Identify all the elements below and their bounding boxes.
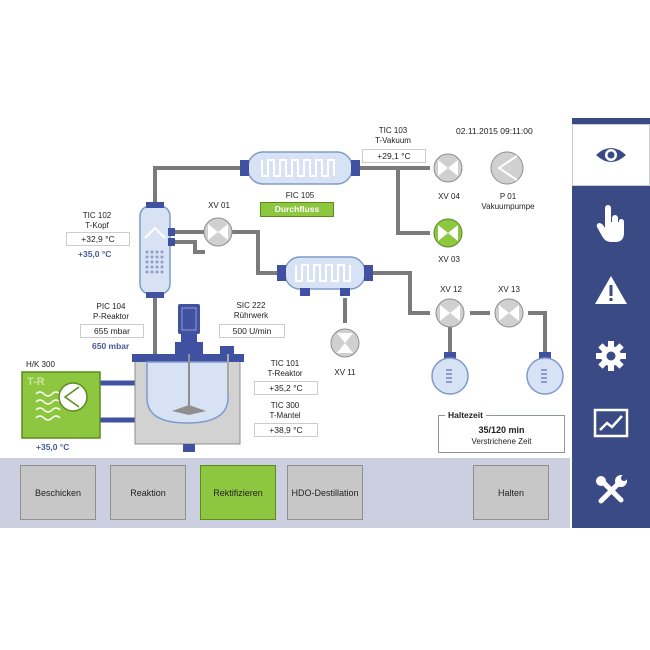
valve-xv03 [433,218,463,248]
view-button[interactable] [572,124,650,186]
hk300-setpoint: +35,0 °C [36,442,70,452]
gear-icon [596,341,626,371]
holdtime-value: 35/120 min [478,425,525,435]
xv01-label: XV 01 [208,201,230,210]
hk300-unit-label: T-R [27,376,45,388]
valve-xv04 [433,153,463,183]
sic222-value[interactable]: 500 U/min [219,324,285,338]
heating-cooling-unit [21,371,101,439]
tools-button[interactable] [572,460,650,522]
holdtime-title: Haltezeit [445,410,486,420]
receiver-left [431,352,469,395]
eye-icon [596,148,626,162]
step-button-reaktion[interactable]: Reaktion [110,465,186,520]
xv13-label: XV 13 [498,285,520,294]
valve-xv13 [494,298,524,328]
fic105-badge[interactable]: Durchfluss [260,202,334,217]
pump-p01 [490,151,524,185]
operate-button[interactable] [572,194,650,254]
fic105-tag: FIC 105 [285,191,315,200]
holdtime-box: Haltezeit 35/120 min Verstrichene Zeit [438,410,565,453]
tic102-setpoint: +35,0 °C [78,249,112,259]
hk300-label: H/K 300 [26,360,55,369]
xv04-label: XV 04 [438,192,460,201]
reactor-vessel [132,304,244,452]
process-diagram [21,151,564,452]
receiver-right [526,352,564,395]
touch-icon [596,205,624,242]
step-button-hdo-destillation[interactable]: HDO-Destillation [287,465,363,520]
step-button-rektifizieren[interactable]: Rektifizieren [200,465,276,520]
settings-button[interactable] [572,326,650,386]
tic103-value[interactable]: +29,1 °C [362,149,426,163]
datetime: 02.11.2015 09:11:00 [456,126,533,136]
rectification-column [139,202,175,298]
hold-button[interactable]: Halten [473,465,549,520]
xv11-label: XV 11 [334,368,356,377]
pic104-setpoint: 650 mbar [92,341,130,351]
alarm-button[interactable] [572,260,650,320]
step-button-beschicken[interactable]: Beschicken [20,465,96,520]
xv12-label: XV 12 [440,285,462,294]
heat-exchanger-mid [277,256,373,296]
sidebar [572,118,650,528]
heat-exchanger-top [240,151,360,185]
trend-button[interactable] [572,393,650,453]
valve-xv12 [435,298,465,328]
process-pipes [153,166,547,358]
valve-xv11 [330,328,360,358]
tic102-value[interactable]: +32,9 °C [66,232,130,246]
holdtime-caption: Verstrichene Zeit [471,437,532,446]
tools-icon [596,475,627,504]
trend-icon [593,408,629,438]
tic101-value[interactable]: +35,2 °C [254,381,318,395]
valve-xv01 [203,217,233,247]
pic104-value[interactable]: 655 mbar [80,324,144,338]
warning-icon [595,276,627,304]
tic300-value[interactable]: +38,9 °C [254,423,318,437]
xv03-label: XV 03 [438,255,460,264]
